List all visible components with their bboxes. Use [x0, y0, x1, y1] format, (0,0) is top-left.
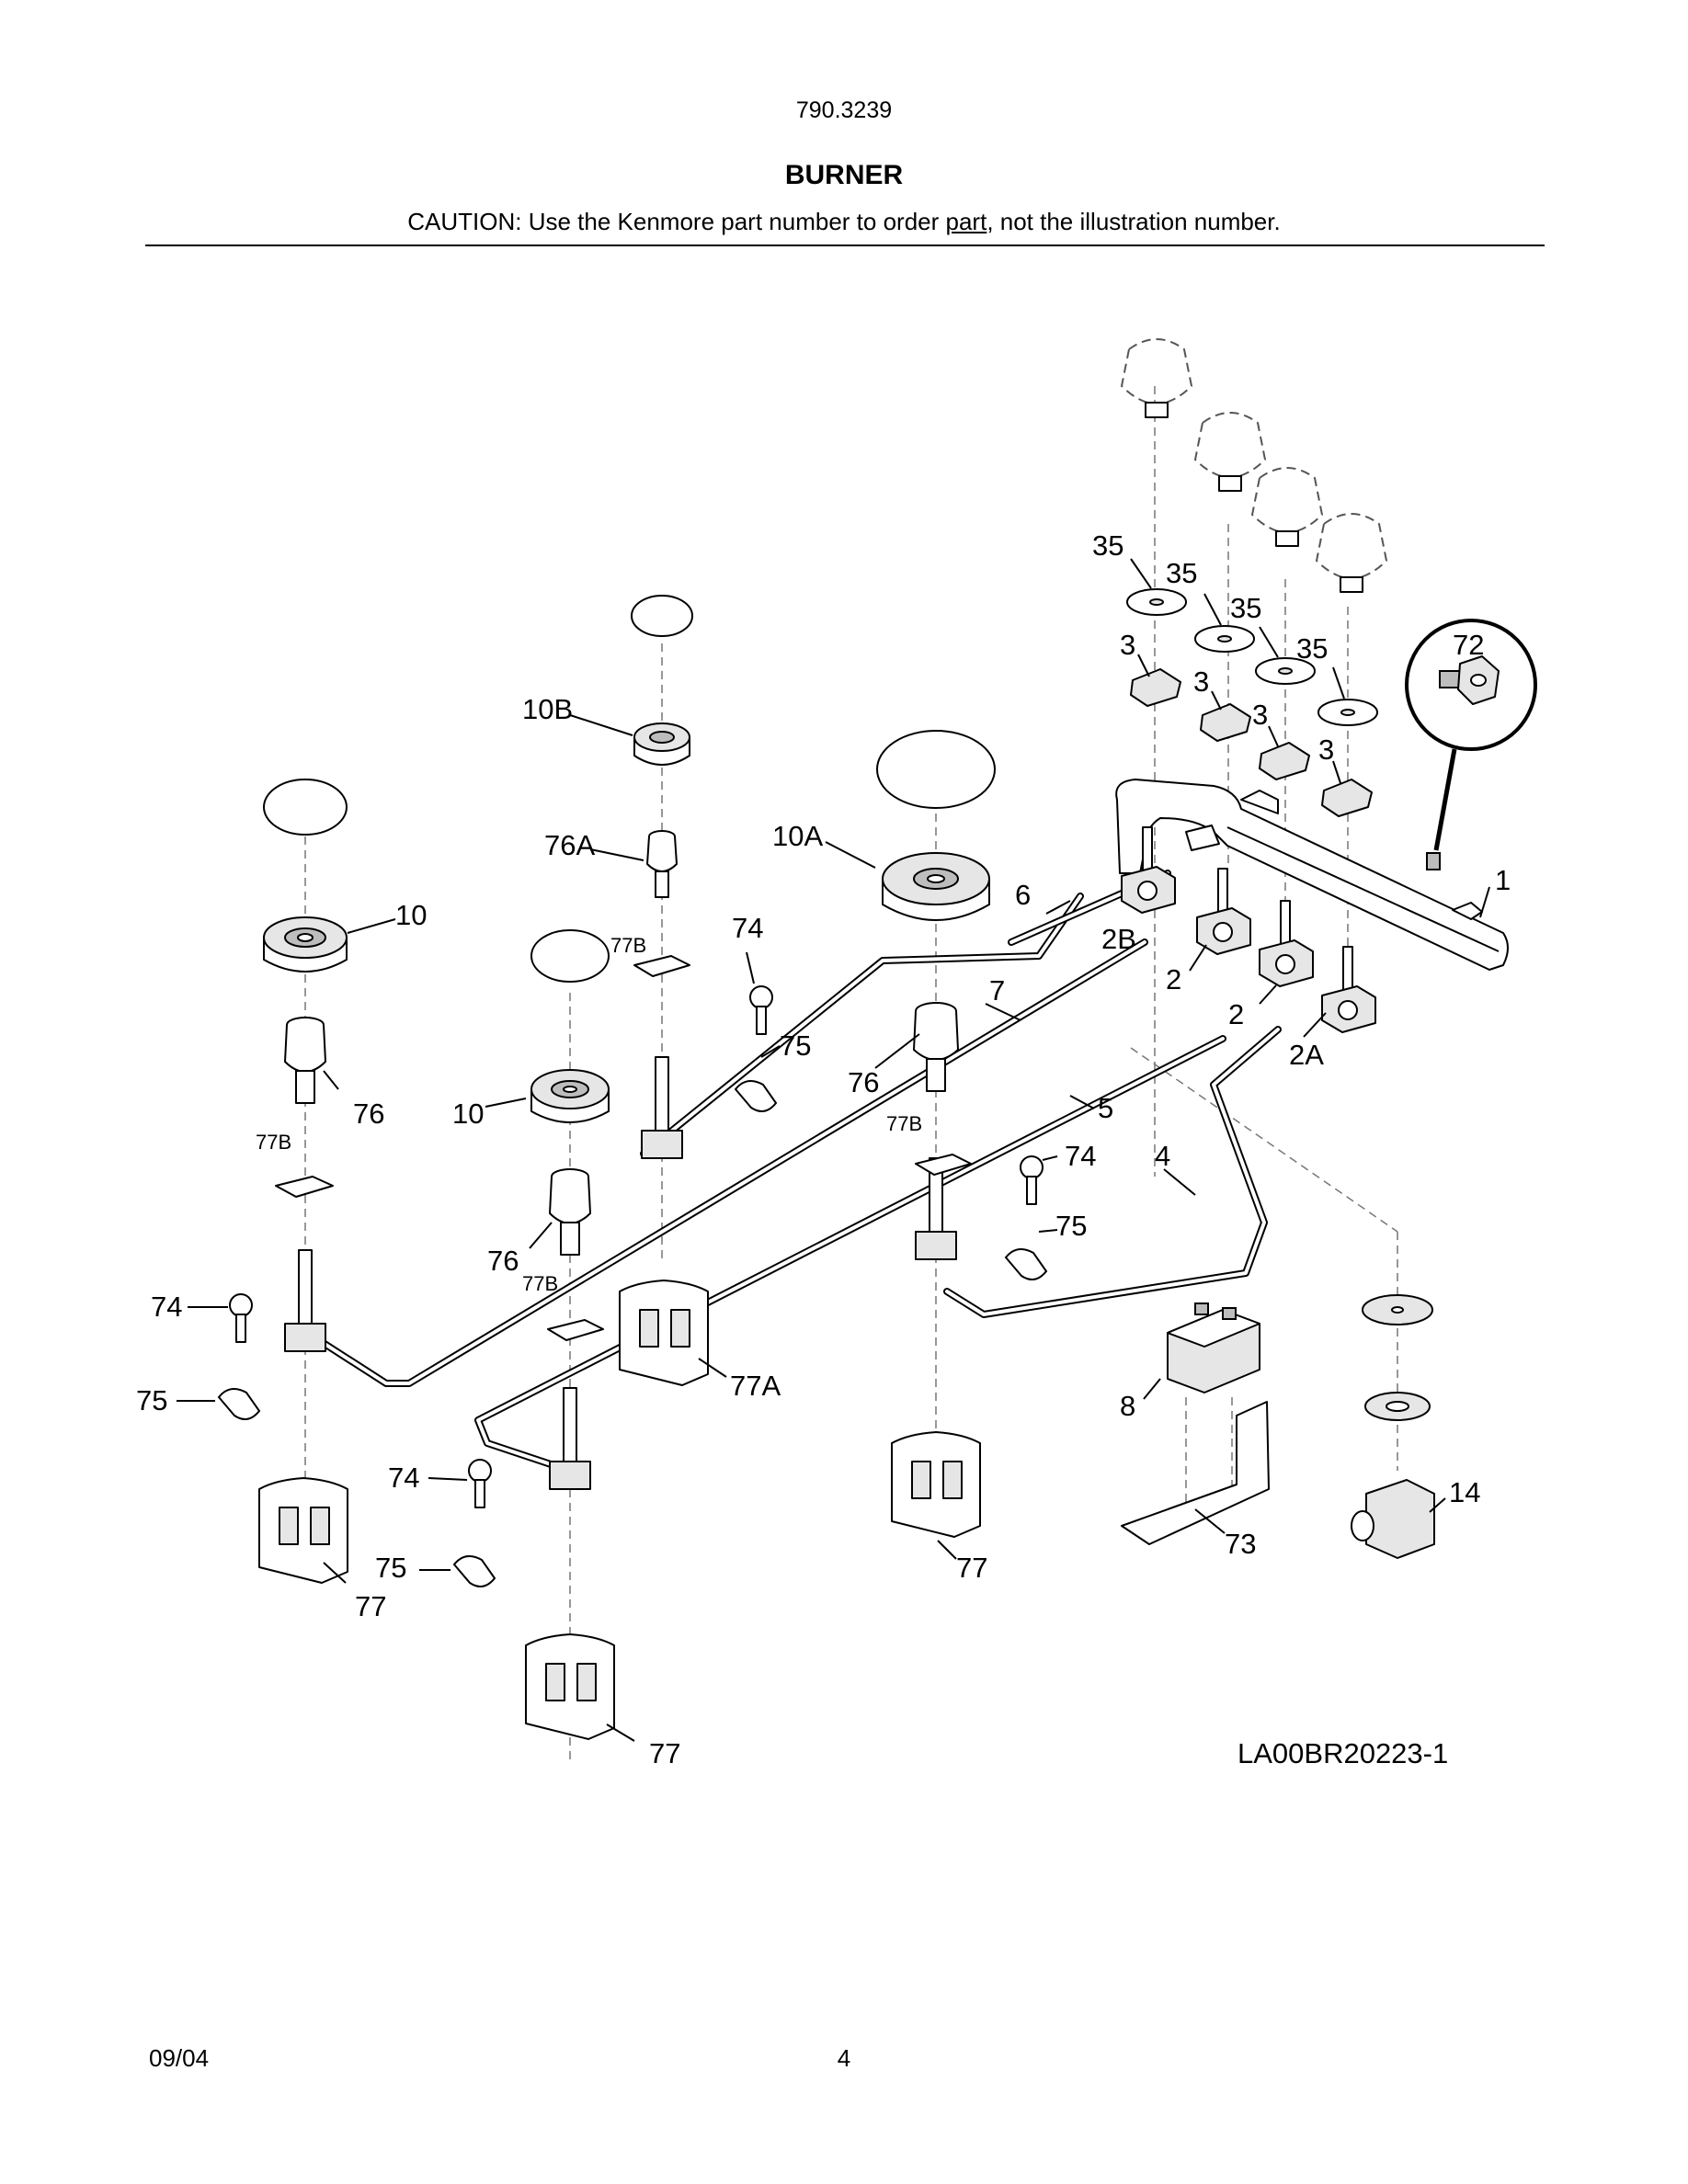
burner-caps [263, 595, 996, 983]
small-brackets [275, 955, 972, 1341]
caution-text: CAUTION: Use the Kenmore part number to … [407, 208, 946, 235]
callout-35: 35 [1230, 592, 1261, 624]
footer-date: 09/04 [149, 2044, 210, 2072]
gas-tubes [318, 870, 1282, 1474]
burner-brackets [258, 1280, 981, 1740]
callout-75: 75 [136, 1384, 167, 1416]
callout-4: 4 [1155, 1140, 1170, 1172]
model-number: 790.3239 [795, 97, 893, 123]
callout-2B: 2B [1101, 923, 1136, 955]
venturi-tubes [284, 830, 959, 1256]
callout-3: 3 [1120, 629, 1135, 661]
callout-6: 6 [1015, 879, 1031, 911]
callout-77B: 77B [522, 1272, 558, 1295]
burner-heads [263, 722, 990, 1123]
callout-72: 72 [1453, 629, 1484, 661]
callout-8: 8 [1120, 1390, 1135, 1422]
callout-76: 76 [487, 1245, 519, 1277]
callout-75: 75 [780, 1029, 811, 1062]
pressure-regulator [1351, 1294, 1435, 1559]
callout-77B: 77B [256, 1131, 291, 1154]
callout-10: 10 [452, 1098, 484, 1130]
callout-14: 14 [1449, 1476, 1480, 1508]
callout-2A: 2A [1289, 1039, 1324, 1071]
caution-part-link: part [945, 208, 987, 235]
detail-circle-72 [1405, 619, 1537, 870]
callout-76: 76 [353, 1098, 384, 1130]
callout-77A: 77A [730, 1370, 781, 1402]
callout-3: 3 [1318, 734, 1334, 766]
callout-35: 35 [1166, 557, 1197, 589]
spark-module [1167, 1302, 1260, 1393]
module-bracket [1121, 1401, 1270, 1545]
callout-77: 77 [956, 1552, 987, 1584]
callout-3: 3 [1252, 699, 1268, 731]
callout-2: 2 [1166, 963, 1181, 995]
leader-lines [177, 558, 1490, 1742]
callout-10B: 10B [522, 693, 573, 725]
header-rule [145, 245, 1545, 246]
callout-35: 35 [1296, 632, 1328, 665]
callout-74: 74 [151, 1291, 182, 1323]
caution-text-end: , not the illustration number. [987, 208, 1281, 235]
caution-note: CAUTION: Use the Kenmore part number to … [0, 208, 1688, 236]
callout-74: 74 [388, 1462, 419, 1494]
callout-76A: 76A [544, 829, 595, 861]
control-knobs [1120, 338, 1388, 593]
orifice-holders [284, 1056, 957, 1490]
callout-75: 75 [1055, 1210, 1087, 1242]
callout-77: 77 [355, 1590, 386, 1622]
callout-3: 3 [1193, 665, 1209, 698]
callout-1: 1 [1495, 864, 1511, 896]
bezel-washers [1126, 588, 1378, 726]
callout-2: 2 [1228, 998, 1244, 1030]
manifold-pipe [1115, 779, 1509, 971]
callout-74: 74 [1065, 1140, 1096, 1172]
spark-electrodes [229, 985, 1044, 1508]
callout-73: 73 [1225, 1528, 1256, 1560]
callout-35: 35 [1092, 529, 1123, 562]
callout-7: 7 [989, 974, 1005, 1007]
callout-75: 75 [375, 1552, 406, 1584]
ignition-switches [1130, 668, 1373, 817]
callout-10: 10 [395, 899, 427, 931]
callout-77B: 77B [610, 934, 646, 957]
callout-labels: 35 35 35 35 72 3 3 3 3 10B 76A 10A 10 77… [136, 529, 1511, 1769]
callout-5: 5 [1098, 1092, 1113, 1124]
callout-74: 74 [732, 912, 763, 944]
diagram-code: LA00BR20223-1 [1237, 1737, 1448, 1769]
callout-76: 76 [848, 1066, 879, 1098]
page-number: 4 [837, 2044, 851, 2072]
callout-10A: 10A [772, 820, 823, 852]
page-title: BURNER [784, 160, 904, 190]
callout-77: 77 [649, 1737, 680, 1769]
callout-77B: 77B [886, 1112, 922, 1135]
wire-clips [217, 1080, 1048, 1587]
burner-valves [1121, 826, 1376, 1033]
